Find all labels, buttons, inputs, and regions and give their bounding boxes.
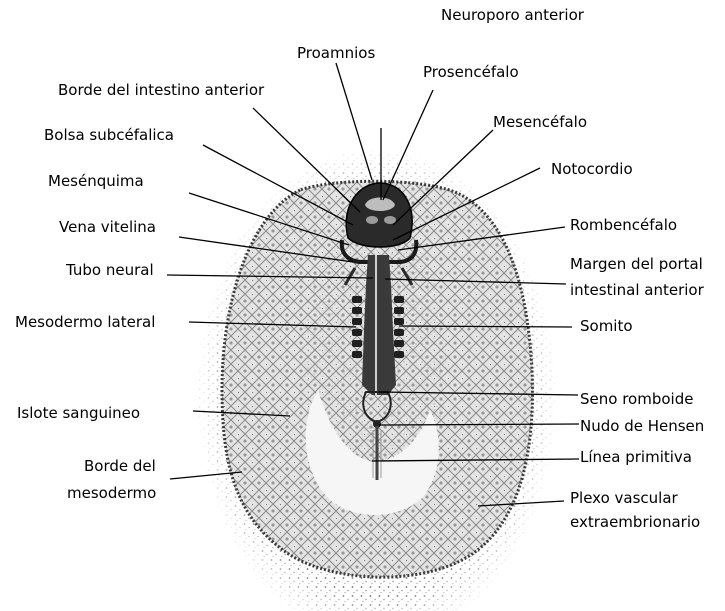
label-margen-portal-line1: Margen del portal xyxy=(570,255,703,274)
label-neuroporo-anterior: Neuroporo anterior xyxy=(441,6,584,25)
label-borde-mesodermo-line2: mesodermo xyxy=(67,484,156,503)
label-plexo-line1: Plexo vascular xyxy=(570,489,678,508)
label-margen-portal-line2: intestinal anterior xyxy=(570,281,704,300)
label-mesenquima: Mesénquima xyxy=(48,172,144,191)
label-proamnios: Proamnios xyxy=(297,44,375,63)
label-notocordio: Notocordio xyxy=(551,160,633,179)
label-rombencefalo: Rombencéfalo xyxy=(570,216,677,235)
label-bolsa-subcefalica: Bolsa subcéfalica xyxy=(44,126,174,145)
label-seno-romboide: Seno romboide xyxy=(580,390,693,409)
label-prosencefalo: Prosencéfalo xyxy=(423,63,519,82)
label-nudo-hensen: Nudo de Hensen xyxy=(580,417,704,436)
label-vena-vitelina: Vena vitelina xyxy=(59,218,156,237)
label-borde-intestino-anterior: Borde del intestino anterior xyxy=(58,81,264,100)
label-plexo-line2: extraembrionario xyxy=(570,513,700,532)
label-islote-sanguineo: Islote sanguineo xyxy=(17,404,140,423)
label-somito: Somito xyxy=(580,317,633,336)
label-tubo-neural: Tubo neural xyxy=(66,261,154,280)
label-borde-mesodermo-line1: Borde del xyxy=(84,457,156,476)
label-mesencefalo: Mesencéfalo xyxy=(493,113,587,132)
label-mesodermo-lateral: Mesodermo lateral xyxy=(15,313,155,332)
label-linea-primitiva: Línea primitiva xyxy=(580,448,692,467)
